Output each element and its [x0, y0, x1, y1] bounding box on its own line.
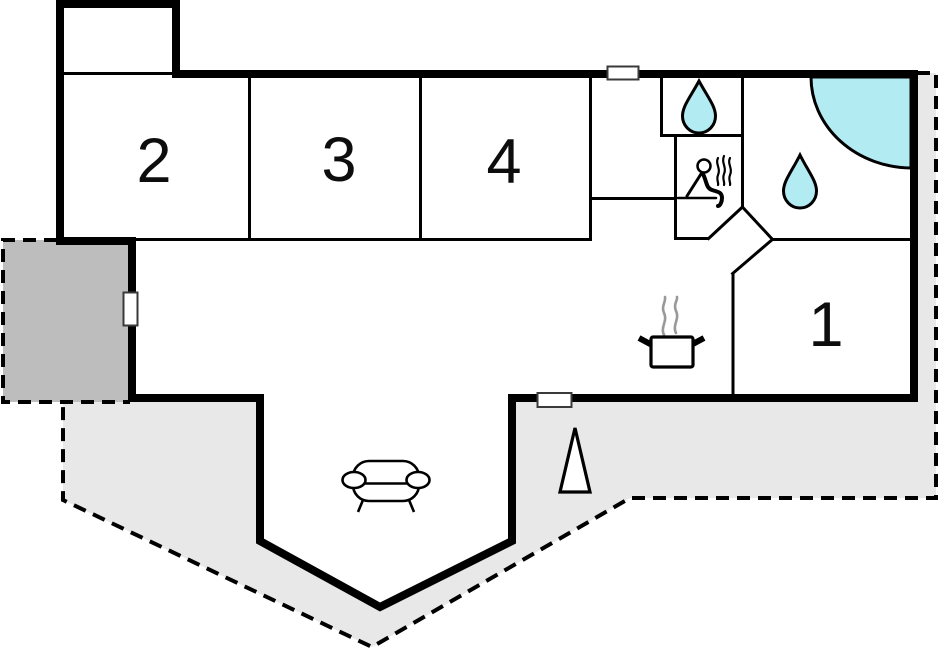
- garage-area: [3, 240, 132, 402]
- bottom-window-marker: [536, 392, 573, 408]
- sofa-armrest-right: [405, 470, 431, 490]
- sauna-person-head: [696, 158, 712, 174]
- exterior-walls: [56, 0, 918, 612]
- sofa-armrest-left: [341, 470, 367, 490]
- sofa-leg-right: [407, 499, 416, 513]
- bathroom-corner-wall: [740, 204, 775, 242]
- sauna-person-icon: [676, 154, 732, 208]
- sofa-leg-left: [356, 499, 365, 513]
- sauna-steam-wave-2: [722, 154, 726, 187]
- sofa-icon: [341, 459, 431, 513]
- pot-body: [649, 335, 695, 369]
- left-door-marker: [122, 291, 139, 327]
- sauna-corner-wall: [706, 205, 745, 241]
- sauna-steam-wave-1: [716, 156, 720, 187]
- bathroom-water-drop-icon: [781, 151, 819, 210]
- top-door-marker: [606, 65, 640, 81]
- sauna-steam-wave-3: [728, 156, 732, 187]
- room-2-label: 2: [136, 126, 171, 196]
- cooking-pot-icon: [637, 295, 706, 369]
- room-4-label: 4: [486, 127, 521, 197]
- room-3-label: 3: [321, 125, 356, 195]
- sauna-person-arm: [685, 172, 703, 198]
- room1-corner-wall: [730, 237, 775, 276]
- room-1-label: 1: [808, 290, 843, 360]
- corner-shower-icon: [809, 75, 913, 170]
- terrace-dashed-boundary: [61, 71, 938, 650]
- garage-dashed-boundary: [1, 238, 130, 404]
- pot-steam-wave-2: [673, 295, 679, 335]
- sauna-person-body: [701, 172, 724, 208]
- toilet-water-drop-icon: [680, 77, 718, 135]
- pot-steam-wave-1: [661, 295, 667, 337]
- triangle-cone-icon: [557, 427, 593, 494]
